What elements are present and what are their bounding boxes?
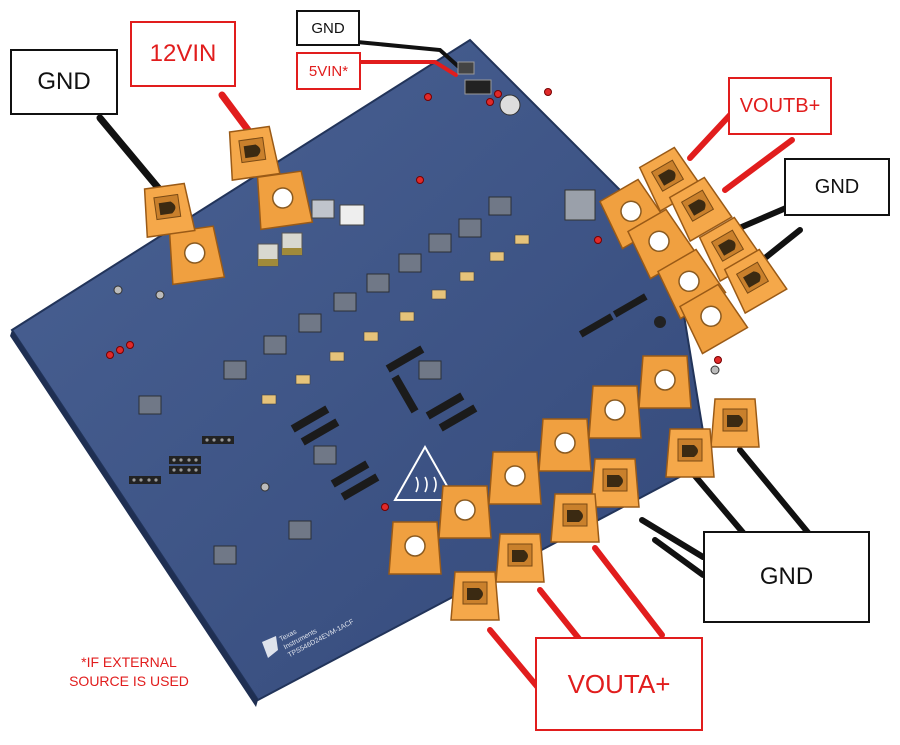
external-source-note-line1: *IF EXTERNAL <box>81 654 177 670</box>
vin12-label: 12VIN <box>130 21 236 87</box>
external-source-note-line2: SOURCE IS USED <box>69 673 189 689</box>
gnd-aux-label: GND <box>296 10 360 46</box>
gnd-input-clamp <box>139 182 196 238</box>
ti-logo-icon <box>262 636 278 658</box>
vin-input-clamp <box>224 125 281 181</box>
external-source-note: *IF EXTERNAL SOURCE IS USED <box>52 653 206 691</box>
vin-input-terminal <box>252 169 314 231</box>
pcb-edge <box>10 330 258 707</box>
gnd-vouta-label: GND <box>703 531 870 623</box>
gnd-input-label: GND <box>10 49 118 115</box>
vin5-label: 5VIN* <box>296 52 361 90</box>
board-components <box>106 61 722 565</box>
hot-surface-warning-icon <box>393 444 457 501</box>
gnd-voutb-label: GND <box>784 158 890 216</box>
gnd-input-terminal <box>164 224 226 286</box>
vouta-label: VOUTA+ <box>535 637 703 731</box>
voutb-label: VOUTB+ <box>728 77 832 135</box>
heat-waves-icon <box>415 476 437 493</box>
